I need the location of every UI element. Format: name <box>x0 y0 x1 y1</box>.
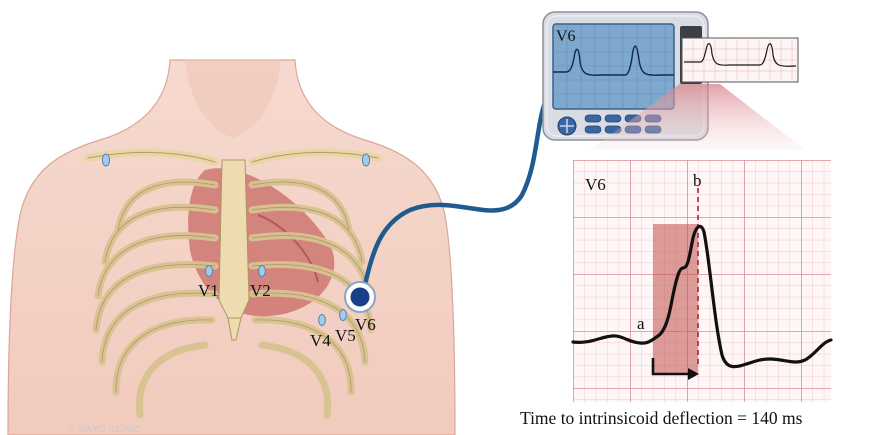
lead-label-v2: V2 <box>250 281 271 300</box>
point-a-label: a <box>637 314 645 333</box>
mayo-clinic-watermark: © MAYO CLINIC <box>68 424 141 434</box>
electrode-v2 <box>259 266 266 277</box>
monitor-lead-label: V6 <box>556 28 576 45</box>
lead-label-v1: V1 <box>198 281 219 300</box>
point-b-label: b <box>693 171 702 190</box>
electrode-left-shoulder <box>102 154 109 166</box>
electrode-v6 <box>345 282 375 312</box>
electrode-v4 <box>319 315 326 326</box>
intrinsicoid-caption: Time to intrinsicoid deflection = 140 ms <box>520 408 892 429</box>
electrode-v1 <box>206 266 213 277</box>
lead-label-v4: V4 <box>310 331 331 350</box>
sternum <box>219 160 249 318</box>
electrode-right-shoulder <box>362 154 369 166</box>
lead-label-v6: V6 <box>355 315 376 334</box>
electrode-v5 <box>340 310 347 321</box>
torso-illustration <box>8 60 455 435</box>
lead-label-v5: V5 <box>335 326 356 345</box>
ecg-zoom-panel: V6 a b <box>573 160 831 402</box>
zoom-lead-label: V6 <box>585 175 606 194</box>
